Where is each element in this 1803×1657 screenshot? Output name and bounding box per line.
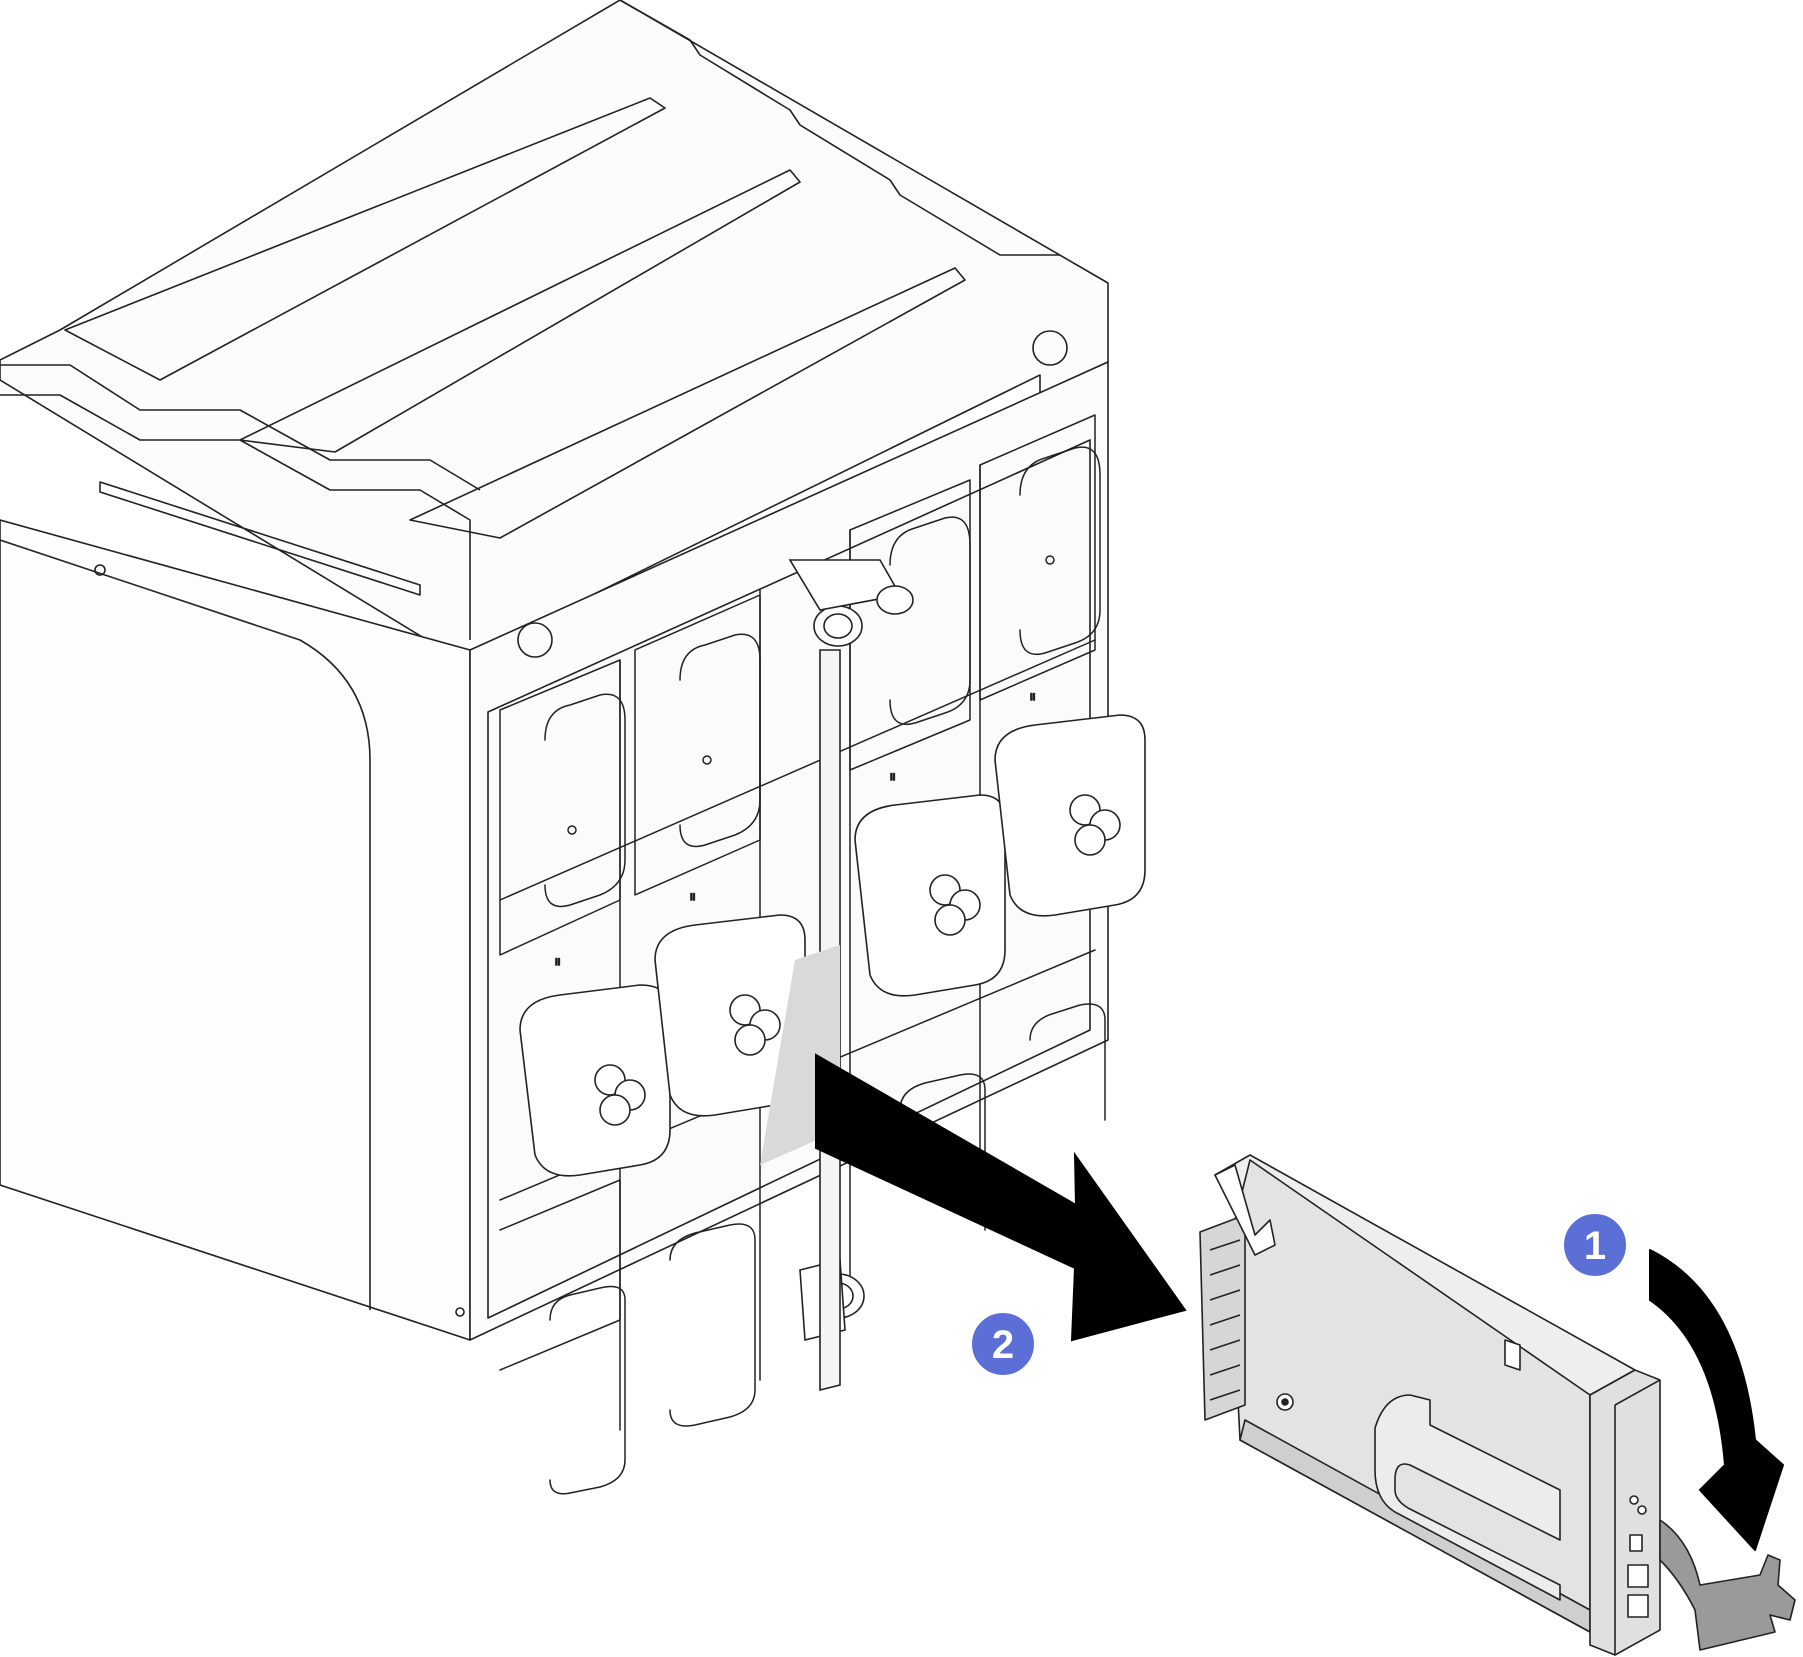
step-1-callout: 1 bbox=[1562, 1212, 1628, 1278]
step-2-number: 2 bbox=[992, 1323, 1014, 1367]
chassis-side-screw-2 bbox=[455, 1307, 465, 1317]
step-2-callout: 2 bbox=[970, 1311, 1036, 1377]
chassis-top-panel-line-2 bbox=[239, 169, 801, 453]
module-port-2 bbox=[1627, 1594, 1649, 1618]
module-handle bbox=[1374, 1394, 1561, 1601]
psu-bay-lower-mid bbox=[669, 1223, 756, 1427]
step-1-badge bbox=[1562, 1212, 1628, 1278]
chassis-left-side bbox=[0, 519, 471, 1341]
slot-label-d: II bbox=[1030, 693, 1035, 703]
step-1-number: 1 bbox=[1584, 1224, 1606, 1268]
chassis-rear-hole-2 bbox=[1032, 330, 1068, 366]
module-status-led bbox=[1629, 1534, 1643, 1552]
coolant-connectors bbox=[519, 714, 1146, 1177]
module-led-1 bbox=[1629, 1495, 1639, 1505]
slot-label-b: II bbox=[690, 893, 695, 903]
module-port-1 bbox=[1627, 1564, 1649, 1588]
chassis-rear-hole bbox=[517, 622, 553, 658]
chassis-top-panel-line-1 bbox=[64, 97, 666, 381]
module-guide-tab bbox=[1214, 1164, 1276, 1256]
chassis-top-ridge bbox=[0, 394, 471, 640]
network-module bbox=[1199, 1154, 1661, 1656]
module-faceplate bbox=[1589, 1369, 1661, 1656]
module-release-lever bbox=[1659, 1519, 1796, 1651]
chassis-side-recess bbox=[0, 539, 371, 1310]
module-led-2 bbox=[1637, 1505, 1647, 1515]
quick-connect-2 bbox=[654, 914, 806, 1117]
remove-direction-arrow bbox=[815, 1053, 1187, 1342]
psu-bays: II II II II bbox=[499, 414, 1106, 1495]
chassis-side-screw bbox=[94, 564, 106, 576]
rotate-lever-arrow bbox=[1649, 1249, 1784, 1551]
bay-rail-h1 bbox=[499, 639, 1096, 901]
chassis-side-slot bbox=[99, 481, 421, 596]
psu-bay-lower-right bbox=[899, 1003, 1106, 1231]
chassis-top-panel-line-3 bbox=[409, 267, 966, 539]
slot-label-a: II bbox=[555, 958, 560, 968]
quick-connect-1 bbox=[519, 984, 671, 1177]
chassis-top-cover bbox=[0, 0, 1109, 661]
step-2-badge bbox=[970, 1311, 1036, 1377]
quick-connect-3 bbox=[854, 794, 1006, 997]
quick-connect-4 bbox=[994, 714, 1146, 917]
water-inlet-fitting bbox=[788, 559, 914, 647]
slot-label-c: II bbox=[890, 773, 895, 783]
chassis-top-ridge-2 bbox=[0, 364, 481, 491]
chassis-top-ridge-3 bbox=[619, 0, 1060, 256]
